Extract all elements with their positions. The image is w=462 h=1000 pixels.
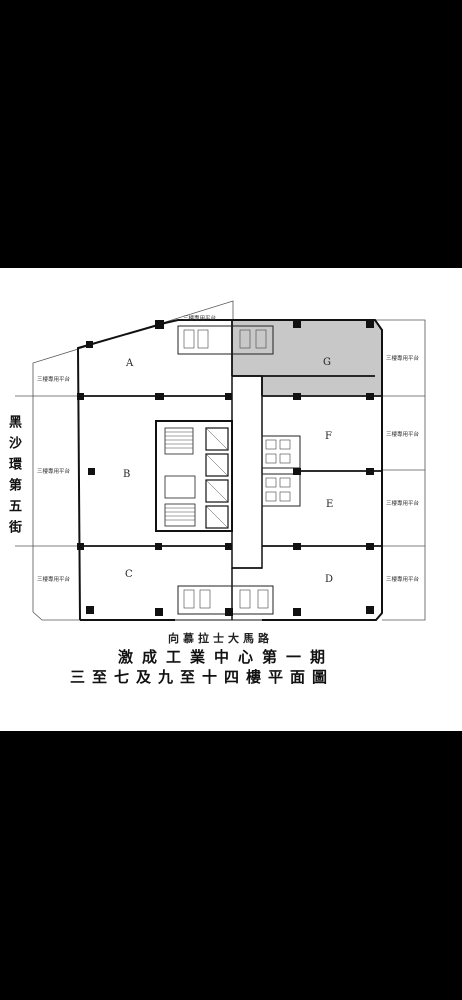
plan-title: 激成工業中心第一期: [118, 648, 335, 666]
toilet-block-top: [177, 325, 274, 355]
toilet-block-upper-right: [261, 435, 301, 469]
road-label: 向慕拉士大馬路: [168, 632, 273, 645]
unit-label-c: C: [125, 569, 133, 580]
columns: [77, 320, 374, 616]
street-label: 黑沙環第五街: [6, 415, 21, 541]
toilet-block-lower-right: [261, 473, 301, 507]
terrace-label-top: 三樓專用平台: [183, 316, 217, 322]
terrace-label-right-f: 三樓專用平台: [386, 432, 420, 438]
terrace-label-right-d: 三樓專用平台: [386, 577, 420, 583]
terrace-label-right-e: 三樓專用平台: [386, 501, 420, 507]
central-corridor: [231, 375, 263, 569]
unit-g-highlight: [232, 320, 382, 395]
terrace-label-left-c: 三樓專用平台: [37, 577, 71, 583]
terrace-label-left-a: 三樓專用平台: [37, 377, 71, 383]
terrace-label-left-b: 三樓專用平台: [37, 469, 71, 475]
unit-label-a: A: [126, 358, 134, 369]
unit-label-f: F: [325, 431, 332, 442]
unit-label-d: D: [325, 574, 334, 585]
terrace-label-right-g: 三樓專用平台: [386, 356, 420, 362]
floor-plan-sheet: 三樓專用平台 三樓專用平台 三樓專用平台 三樓專用平台 三樓專用平台 三樓專用平…: [0, 268, 462, 731]
unit-label-b: B: [123, 469, 131, 480]
plan-subtitle: 三至七及九至十四樓平面圖: [70, 668, 335, 686]
floor-plan-drawing: [15, 300, 426, 621]
building-outline: [76, 319, 232, 621]
unit-label-e: E: [326, 499, 334, 510]
unit-label-g: G: [323, 357, 331, 368]
